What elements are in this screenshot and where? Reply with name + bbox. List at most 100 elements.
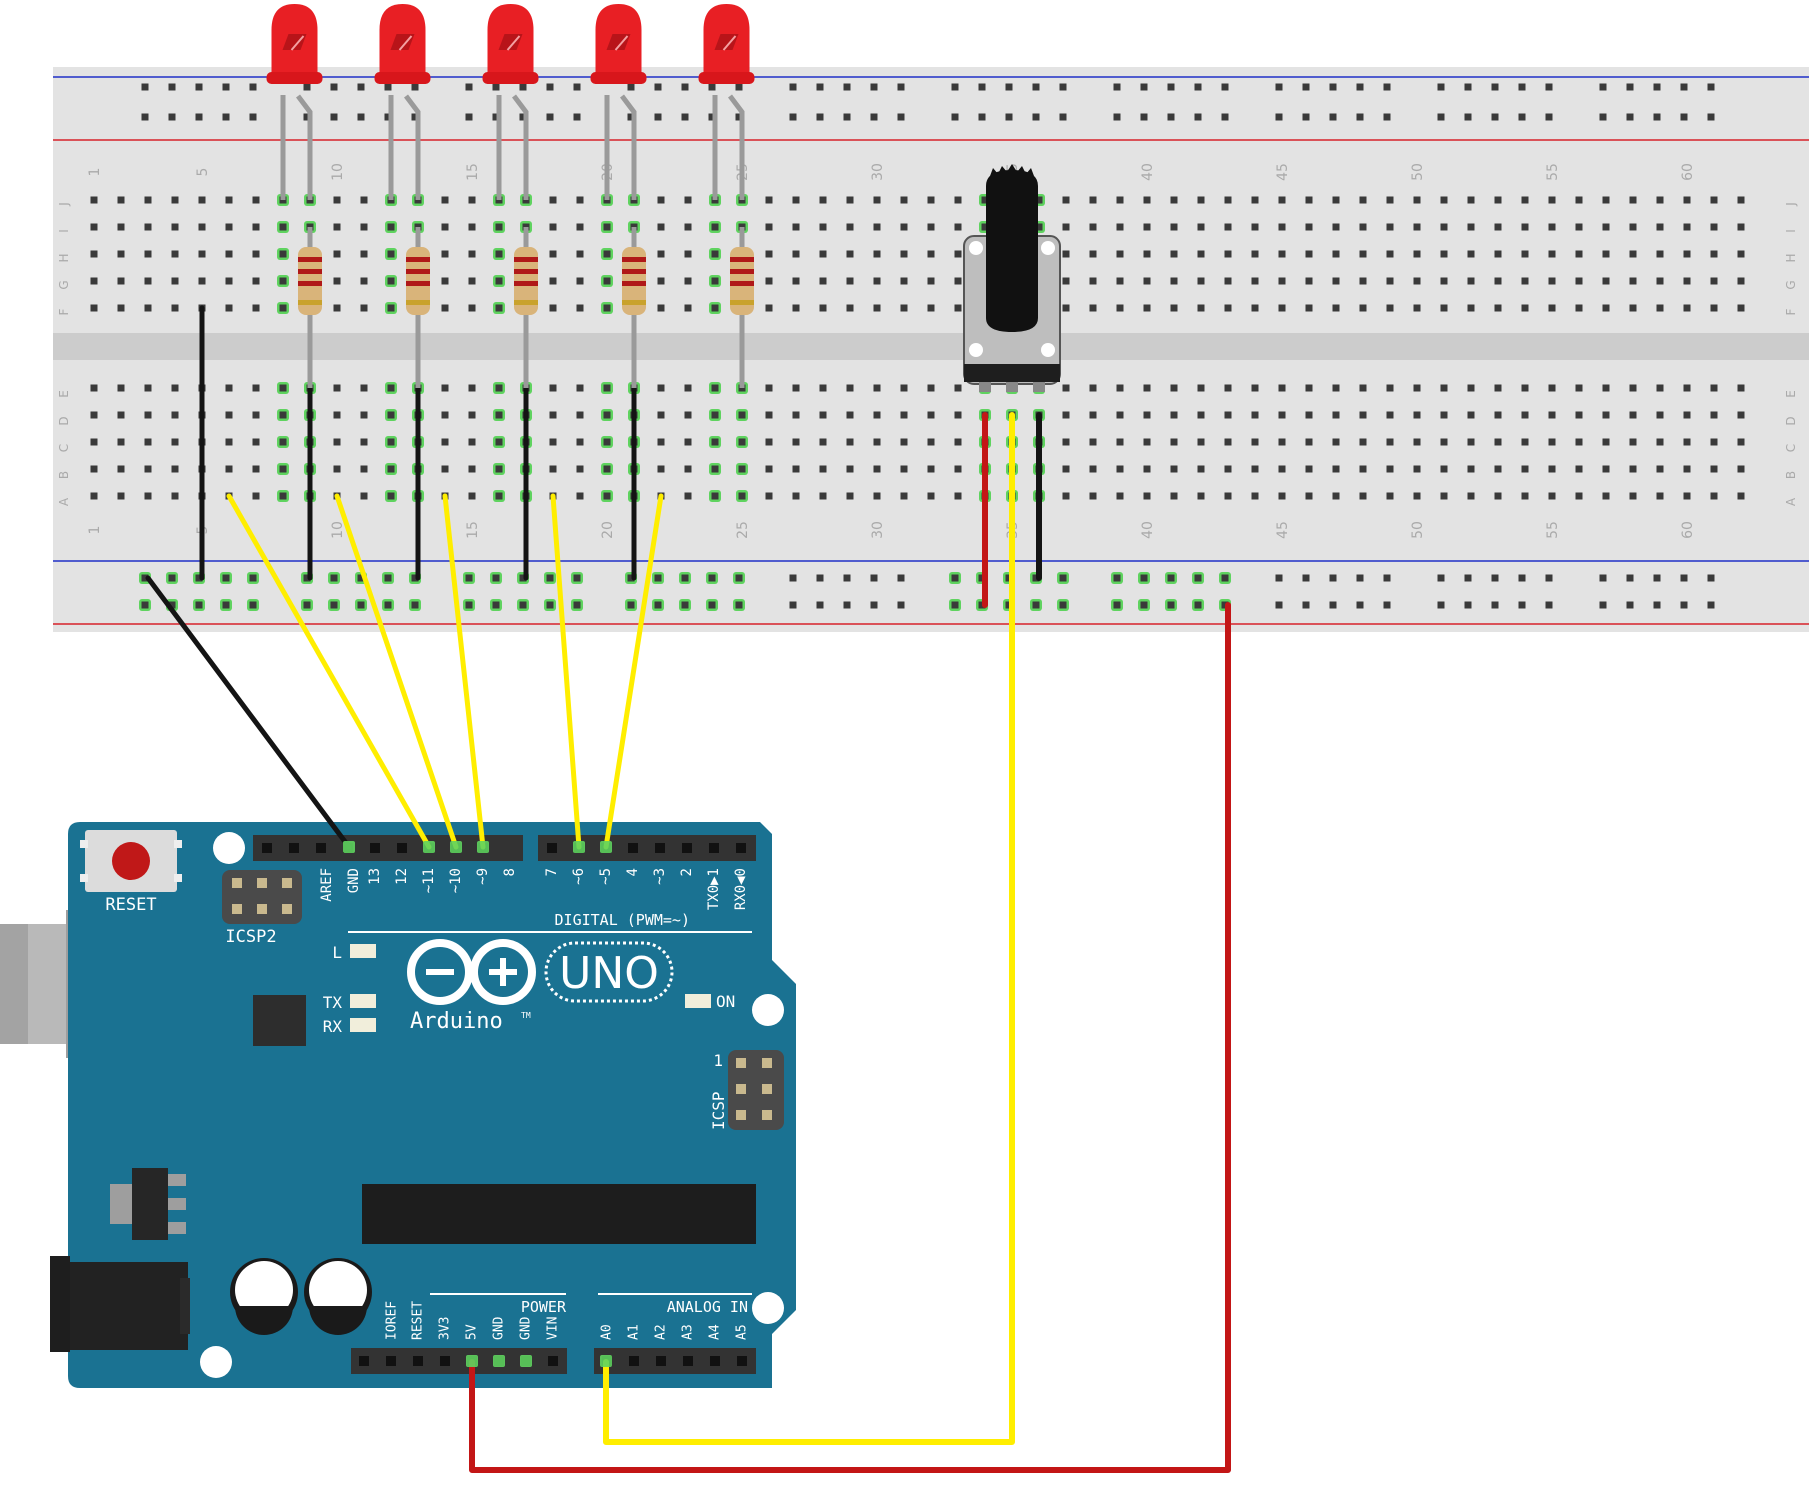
column-number: 15	[465, 521, 481, 539]
breadboard-hole	[171, 492, 179, 500]
resistor-icon[interactable]	[298, 227, 322, 388]
red-led-icon[interactable]	[482, 4, 539, 200]
breadboard-hole	[225, 250, 233, 258]
header-pin[interactable]	[710, 1356, 720, 1366]
rail-hole	[411, 574, 419, 582]
breadboard-hole	[954, 277, 962, 285]
breadboard-hole	[819, 196, 827, 204]
row-letter: A	[1784, 497, 1798, 506]
breadboard-hole	[765, 304, 773, 312]
header-pin[interactable]	[547, 843, 557, 853]
header-pin[interactable]	[709, 843, 719, 853]
header-pin[interactable]	[655, 843, 665, 853]
black-ground-wire[interactable]	[145, 575, 352, 850]
breadboard-hole	[441, 411, 449, 419]
yellow-analog-wire[interactable]	[603, 412, 1015, 1445]
rail-hole	[735, 113, 743, 121]
breadboard-hole	[1143, 411, 1151, 419]
breadboard-hole	[468, 384, 476, 392]
breadboard-hole	[1359, 438, 1367, 446]
header-pin[interactable]	[289, 843, 299, 853]
pin-label: 7	[544, 868, 560, 876]
breadboard-hole	[198, 250, 206, 258]
header-pin[interactable]	[262, 843, 272, 853]
breadboard-hole	[873, 411, 881, 419]
header-pin[interactable]	[682, 843, 692, 853]
rail-hole	[1545, 601, 1553, 609]
yellow-signal-wire[interactable]	[550, 493, 582, 850]
header-pin[interactable]	[316, 843, 326, 853]
breadboard-hole	[360, 492, 368, 500]
column-number: 30	[870, 163, 886, 181]
resistor-icon[interactable]	[406, 227, 430, 388]
breadboard-hole	[1197, 304, 1205, 312]
header-pin[interactable]	[397, 843, 407, 853]
header-pin[interactable]	[440, 1356, 450, 1366]
breadboard-hole	[765, 438, 773, 446]
yellow-signal-wire[interactable]	[226, 493, 432, 850]
breadboard-hole	[819, 223, 827, 231]
resistor-icon[interactable]	[730, 227, 754, 388]
breadboard-hole	[495, 492, 503, 500]
rail-hole	[1356, 113, 1364, 121]
breadboard-hole	[1197, 196, 1205, 204]
dc-power-jack	[50, 1256, 190, 1352]
breadboard-hole	[900, 411, 908, 419]
breadboard-hole	[252, 304, 260, 312]
rail-hole	[735, 83, 743, 91]
resistor-icon[interactable]	[514, 227, 538, 388]
header-pin[interactable]	[737, 1356, 747, 1366]
breadboard-hole	[1170, 438, 1178, 446]
red-led-icon[interactable]	[590, 4, 647, 200]
breadboard-hole	[1602, 223, 1610, 231]
row-letter: F	[1784, 308, 1798, 315]
breadboard-hole	[441, 196, 449, 204]
resistor-icon[interactable]	[622, 227, 646, 388]
rail-hole	[816, 574, 824, 582]
header-pin[interactable]	[628, 843, 638, 853]
breadboard-hole	[1494, 196, 1502, 204]
breadboard-hole	[90, 465, 98, 473]
header-pin[interactable]	[736, 843, 746, 853]
breadboard-hole	[252, 250, 260, 258]
breadboard-hole	[1521, 250, 1529, 258]
header-pin[interactable]	[413, 1356, 423, 1366]
red-led-icon[interactable]	[266, 4, 323, 200]
header-pin[interactable]	[656, 1356, 666, 1366]
yellow-signal-wire[interactable]	[442, 493, 486, 850]
breadboard-hole	[1521, 196, 1529, 204]
breadboard-hole	[1602, 438, 1610, 446]
breadboard-hole	[144, 465, 152, 473]
breadboard-hole	[1548, 492, 1556, 500]
rail-hole	[1491, 574, 1499, 582]
rail-hole	[141, 574, 149, 582]
breadboard-hole	[1710, 304, 1718, 312]
breadboard-hole	[1548, 411, 1556, 419]
connected-pin	[423, 841, 435, 853]
rail-hole	[519, 83, 527, 91]
breadboard-hole	[171, 196, 179, 204]
breadboard-hole	[1359, 223, 1367, 231]
header-pin[interactable]	[370, 843, 380, 853]
header-pin[interactable]	[386, 1356, 396, 1366]
potentiometer-icon[interactable]	[963, 164, 1061, 392]
rail-hole	[654, 113, 662, 121]
red-5v-wire[interactable]	[469, 602, 1231, 1473]
breadboard-hole	[684, 304, 692, 312]
header-pin[interactable]	[548, 1356, 558, 1366]
reset-button[interactable]	[80, 830, 182, 892]
breadboard-hole	[1683, 196, 1691, 204]
header-pin[interactable]	[359, 1356, 369, 1366]
rail-hole	[546, 574, 554, 582]
red-led-icon[interactable]	[698, 4, 755, 200]
breadboard-hole	[765, 223, 773, 231]
led-rx-label: RX	[323, 1017, 343, 1036]
breadboard-hole	[819, 411, 827, 419]
breadboard-hole	[1089, 223, 1097, 231]
red-led-icon[interactable]	[374, 4, 431, 200]
header-pin[interactable]	[683, 1356, 693, 1366]
rail-hole	[1518, 113, 1526, 121]
yellow-signal-wire[interactable]	[334, 493, 459, 850]
header-pin[interactable]	[629, 1356, 639, 1366]
yellow-signal-wire[interactable]	[603, 493, 664, 850]
